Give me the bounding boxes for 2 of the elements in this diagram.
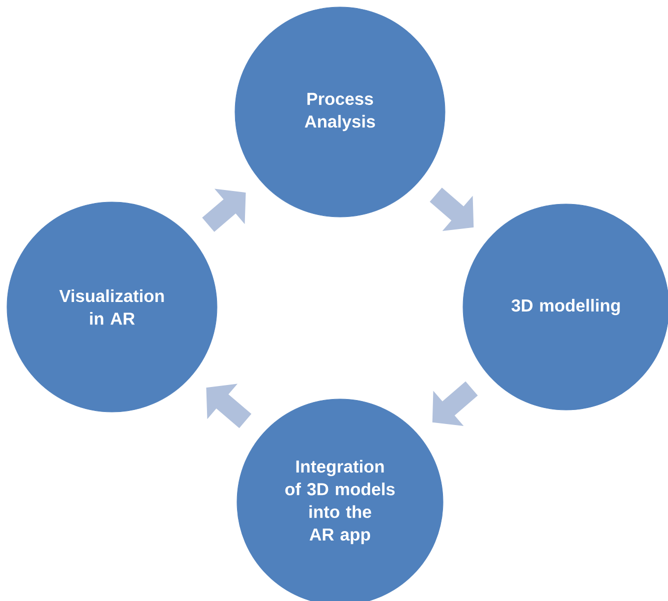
- block-arrow: [202, 188, 246, 232]
- block-arrow: [432, 381, 478, 426]
